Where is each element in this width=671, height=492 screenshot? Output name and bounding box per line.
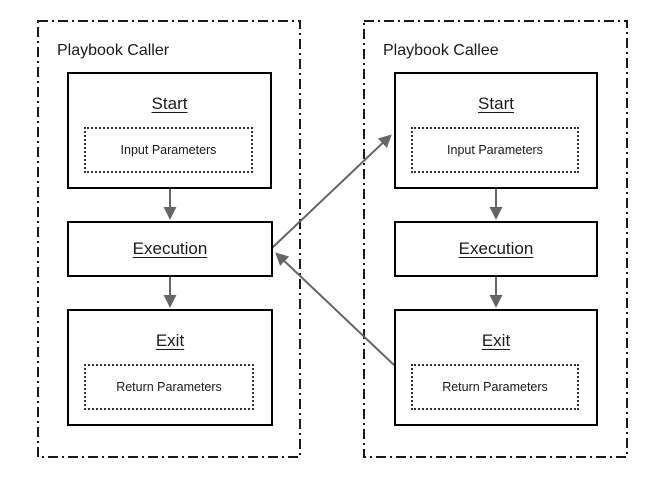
callee-start-node: Start Input Parameters — [394, 72, 598, 189]
caller-start-label: Start — [151, 94, 188, 113]
callee-input-parameters-label: Input Parameters — [447, 143, 543, 157]
caller-execution-label: Execution — [132, 239, 208, 258]
caller-return-parameters-box: Return Parameters — [84, 364, 254, 410]
caller-input-parameters-label: Input Parameters — [120, 143, 217, 157]
callee-container-border — [363, 20, 628, 458]
caller-start-node: Start Input Parameters — [67, 72, 272, 189]
arrow-caller-execution-to-callee-start — [271, 134, 392, 249]
callee-return-parameters-box: Return Parameters — [411, 364, 579, 410]
caller-return-parameters-label: Return Parameters — [116, 380, 222, 394]
caller-container-border — [37, 20, 301, 458]
callee-input-parameters-box: Input Parameters — [411, 127, 579, 173]
caller-execution-node: Execution — [67, 221, 273, 277]
callee-execution-label: Execution — [458, 239, 534, 258]
caller-exit-node: Exit Return Parameters — [67, 309, 273, 426]
callee-exit-node: Exit Return Parameters — [394, 309, 598, 426]
arrow-callee-exit-to-caller-execution — [275, 252, 395, 366]
callee-exit-label: Exit — [481, 331, 511, 350]
callee-start-label: Start — [478, 94, 514, 113]
caller-container-title: Playbook Caller — [57, 42, 170, 59]
callee-container-title: Playbook Callee — [383, 42, 499, 59]
callee-return-parameters-label: Return Parameters — [442, 380, 548, 394]
caller-input-parameters-box: Input Parameters — [84, 127, 253, 173]
caller-exit-label: Exit — [155, 331, 185, 350]
callee-execution-node: Execution — [394, 221, 598, 277]
